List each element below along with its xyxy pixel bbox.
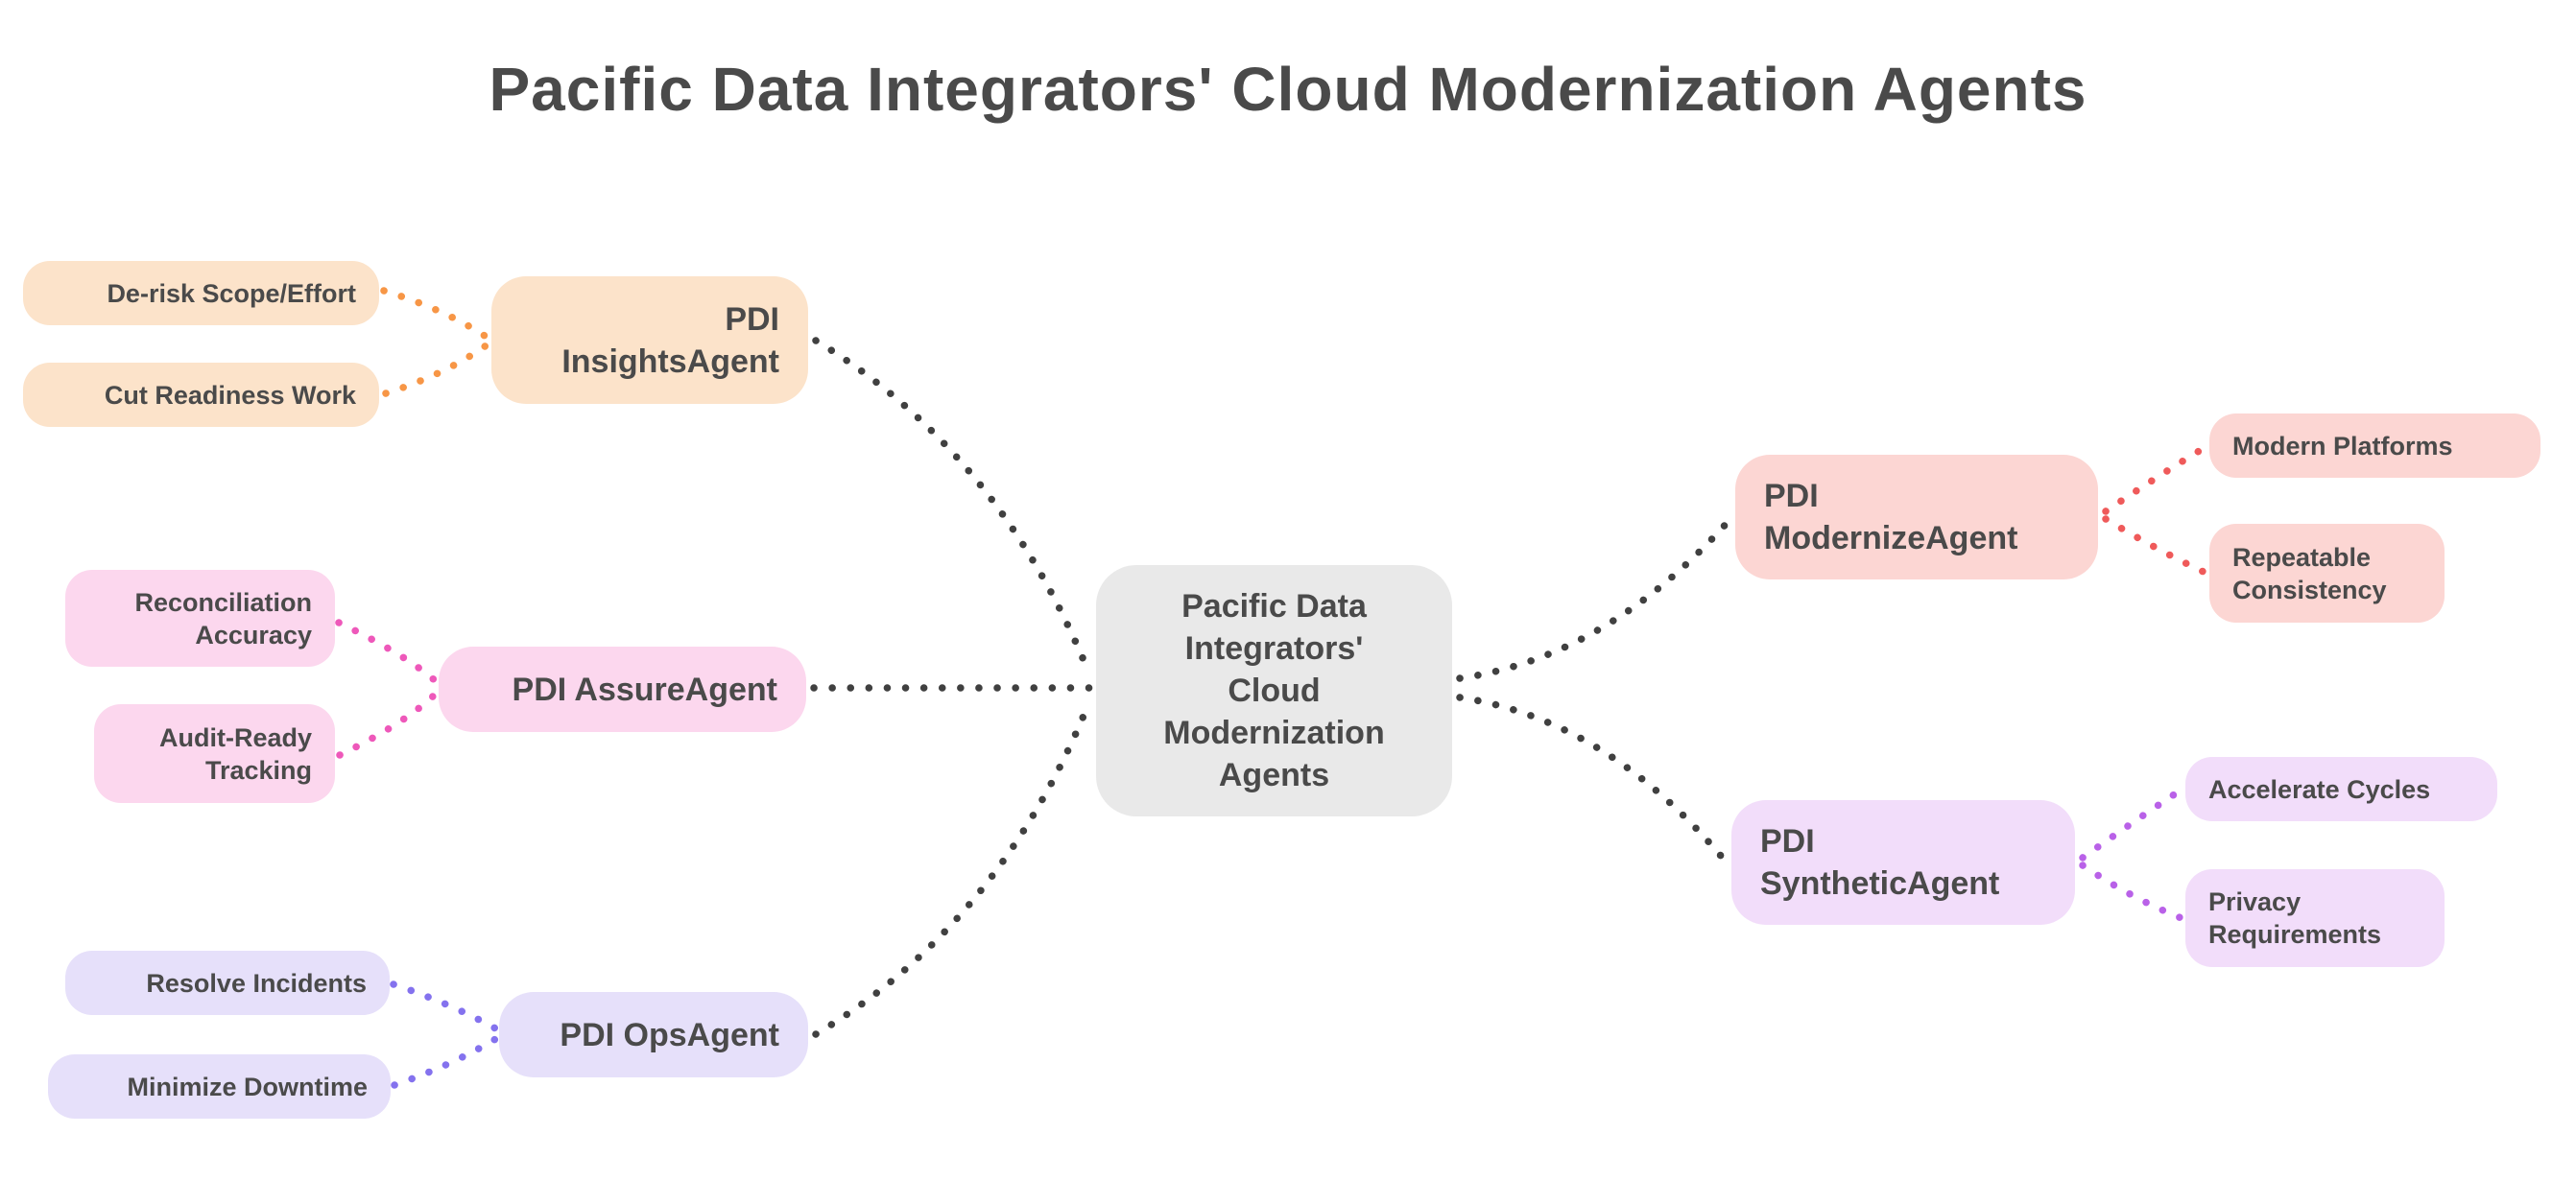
leaf-reconciliation-accuracy: Reconciliation Accuracy xyxy=(65,570,335,667)
edge-ops-to-root xyxy=(812,700,1092,1038)
edge-modernize-to-modern xyxy=(2102,443,2209,515)
leaf-privacy-requirements: Privacy Requirements xyxy=(2185,869,2445,967)
leaf-de-risk-scope-effort: De-risk Scope/Effort xyxy=(23,261,379,325)
root-node-pacific-data-integrators: Pacific Data Integrators' Cloud Moderniz… xyxy=(1096,565,1452,816)
leaf-cut-readiness-work: Cut Readiness Work xyxy=(23,363,379,427)
edge-resolve-to-ops xyxy=(390,980,501,1033)
edge-root-to-modernize xyxy=(1456,516,1733,682)
edge-reconciliation-to-assure xyxy=(335,619,441,686)
diagram-title: Pacific Data Integrators' Cloud Moderniz… xyxy=(489,55,2087,124)
leaf-audit-ready-tracking: Audit-Ready Tracking xyxy=(94,704,335,803)
edge-synthetic-to-accelerate xyxy=(2079,786,2185,862)
edge-cut-to-insights xyxy=(382,341,491,397)
edge-root-to-synthetic xyxy=(1456,694,1729,865)
branch-node-pdi-insightsagent: PDI InsightsAgent xyxy=(491,276,808,404)
branch-node-pdi-modernizeagent: PDI ModernizeAgent xyxy=(1735,455,2098,579)
leaf-accelerate-cycles: Accelerate Cycles xyxy=(2185,757,2497,821)
leaf-repeatable-consistency: Repeatable Consistency xyxy=(2209,524,2445,623)
leaf-resolve-incidents: Resolve Incidents xyxy=(65,951,390,1015)
branch-node-pdi-syntheticagent: PDI SyntheticAgent xyxy=(1731,800,2075,925)
edge-derisk-to-insights xyxy=(380,287,491,342)
edge-modernize-to-repeatable xyxy=(2102,515,2209,577)
edge-audit-to-assure xyxy=(336,689,441,759)
leaf-modern-platforms: Modern Platforms xyxy=(2209,413,2540,478)
edge-synthetic-to-privacy xyxy=(2079,862,2185,922)
leaf-minimize-downtime: Minimize Downtime xyxy=(48,1054,391,1119)
edge-minimize-to-ops xyxy=(391,1034,501,1089)
edge-insights-to-root xyxy=(812,337,1092,675)
branch-node-pdi-assureagent: PDI AssureAgent xyxy=(439,647,806,732)
branch-node-pdi-opsagent: PDI OpsAgent xyxy=(499,992,808,1077)
